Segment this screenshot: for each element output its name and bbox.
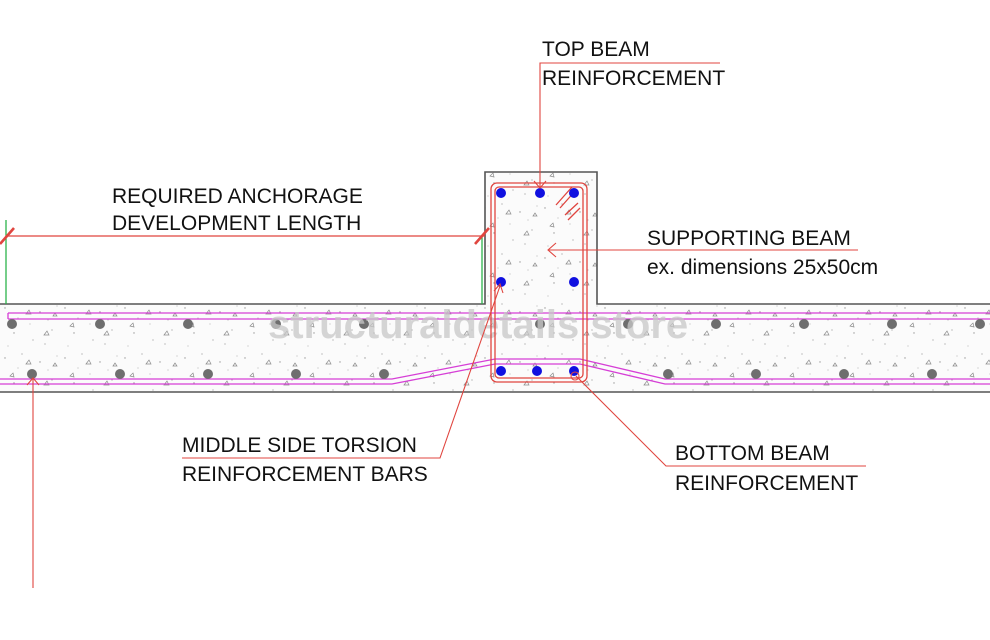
label-torsion: MIDDLE SIDE TORSION REINFORCEMENT BARS — [182, 434, 428, 486]
watermark: structuraldetails store — [268, 303, 688, 347]
leader-top-beam — [539, 62, 720, 188]
svg-text:MIDDLE SIDE TORSION: MIDDLE SIDE TORSION — [182, 434, 417, 457]
svg-text:DEVELOPMENT LENGTH: DEVELOPMENT LENGTH — [112, 212, 361, 235]
torsion-bar — [569, 277, 579, 287]
svg-text:REQUIRED ANCHORAGE: REQUIRED ANCHORAGE — [112, 185, 363, 208]
svg-text:BOTTOM BEAM: BOTTOM BEAM — [675, 442, 830, 465]
svg-text:ex. dimensions 25x50cm: ex. dimensions 25x50cm — [647, 256, 878, 279]
beam-bars — [496, 188, 579, 376]
svg-text:SUPPORTING BEAM: SUPPORTING BEAM — [647, 227, 851, 250]
leader-bottom-beam — [575, 375, 866, 467]
slab-bars — [7, 319, 985, 379]
leader-torsion — [182, 285, 501, 459]
label-supporting-beam: SUPPORTING BEAM ex. dimensions 25x50cm — [647, 227, 878, 279]
slab-top-rebar — [7, 312, 990, 320]
label-bottom-beam: BOTTOM BEAM REINFORCEMENT — [675, 442, 858, 495]
svg-text:TOP BEAM: TOP BEAM — [542, 38, 650, 61]
top-beam-bar — [569, 188, 579, 198]
bottom-beam-bar — [532, 366, 542, 376]
bottom-beam-bar — [569, 366, 579, 376]
top-beam-bar — [535, 188, 545, 198]
leader-lines — [26, 62, 866, 588]
bottom-beam-bar — [496, 366, 506, 376]
torsion-bar — [496, 277, 506, 287]
label-anchorage: REQUIRED ANCHORAGE DEVELOPMENT LENGTH — [112, 185, 363, 235]
slab-bottom-rebar — [0, 358, 990, 385]
anchorage-dimension — [0, 220, 490, 304]
svg-text:REINFORCEMENT BARS: REINFORCEMENT BARS — [182, 463, 428, 486]
label-top-beam: TOP BEAM REINFORCEMENT — [542, 38, 725, 90]
svg-text:REINFORCEMENT: REINFORCEMENT — [675, 472, 858, 495]
top-beam-bar — [496, 188, 506, 198]
svg-text:REINFORCEMENT: REINFORCEMENT — [542, 67, 725, 90]
